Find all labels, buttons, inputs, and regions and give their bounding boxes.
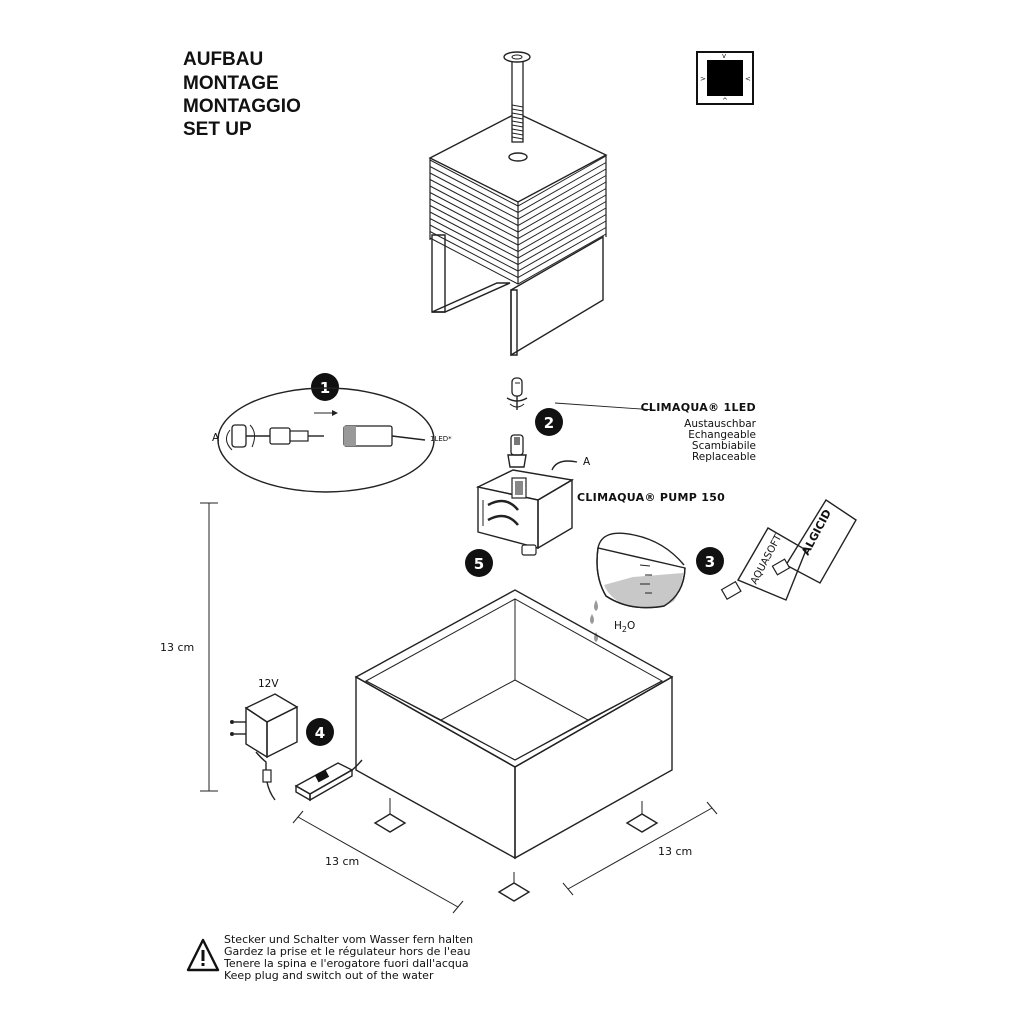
title-line-de: AUFBAU (183, 49, 263, 70)
svg-text:^: ^ (722, 97, 728, 105)
warning-line-fr: Gardez la prise et le régulateur hors de… (224, 945, 471, 958)
led-bulb (506, 377, 656, 411)
led-replaceable-fr: Echangeable (688, 429, 756, 441)
rod-thread (511, 104, 524, 108)
power-voltage: 12V (258, 678, 279, 690)
rod-thread (511, 112, 524, 116)
square-orientation-icon: v ^ > < (696, 51, 754, 105)
svg-text:<: < (745, 75, 751, 83)
warning-line-en: Keep plug and switch out of the water (224, 969, 434, 982)
title-line-it: MONTAGGIO (183, 96, 301, 117)
bottle-aquasoft-label: AQUASOFT (749, 532, 785, 586)
rod-threads (511, 104, 524, 140)
bottle-aquasoft: AQUASOFT (720, 527, 807, 601)
water-label: H2O (614, 620, 635, 634)
step-badge-5: 5 (465, 549, 493, 577)
dimension-width-right: 13 cm (562, 801, 718, 896)
rod-thread (511, 108, 524, 112)
step-badge-4: 4 (306, 718, 334, 746)
warning-block: Stecker und Schalter vom Wasser fern hal… (186, 933, 473, 982)
svg-text:v: v (722, 52, 726, 60)
connector-label-1led: 1LED* (430, 435, 452, 443)
led-info: CLIMAQUA® 1LED Austauschbar Echangeable … (641, 401, 757, 463)
fountain-stack (428, 51, 608, 357)
svg-text:5: 5 (474, 555, 484, 573)
svg-text:>: > (700, 75, 706, 83)
step-badge-3: 3 (696, 547, 724, 575)
step-badge-1: 1 (311, 373, 339, 401)
pump: A CLIMAQUA® PUMP 150 (475, 434, 725, 556)
led-replaceable-it: Scambiabile (692, 440, 756, 452)
rod-thread (511, 120, 524, 124)
width-right-label: 13 cm (658, 845, 692, 858)
power-supply: 12V (230, 678, 363, 802)
plate-edge (429, 155, 607, 207)
pump-name: CLIMAQUA® PUMP 150 (577, 491, 725, 504)
led-replaceable-de: Austauschbar (684, 418, 757, 430)
svg-text:2: 2 (544, 414, 554, 432)
warning-triangle-icon (186, 938, 220, 972)
svg-text:3: 3 (705, 553, 715, 571)
measuring-cup: H2O (590, 532, 686, 642)
rod-thread (511, 132, 524, 136)
height-label: 13 cm (160, 641, 194, 654)
title-line-fr: MONTAGE (183, 73, 279, 94)
stacked-plates (429, 155, 607, 285)
rod-thread (511, 136, 524, 140)
rod-thread (511, 128, 524, 132)
warning-line-de: Stecker und Schalter vom Wasser fern hal… (224, 933, 473, 946)
rod-thread (511, 116, 524, 120)
dimension-height: 13 cm (160, 502, 218, 792)
step-badge-2: 2 (535, 408, 563, 436)
bottle-algicid: ALGICID (771, 499, 857, 584)
stack-side-edges (429, 155, 607, 284)
svg-text:4: 4 (315, 724, 325, 742)
led-connector-detail: A 1LED* (212, 387, 452, 493)
title-line-en: SET UP (183, 119, 252, 140)
rod-thread (511, 124, 524, 128)
led-replaceable-en: Replaceable (692, 451, 756, 463)
warning-line-it: Tenere la spina e l'erogatore fuori dall… (223, 957, 469, 970)
basin (354, 589, 674, 902)
led-name: CLIMAQUA® 1LED (641, 401, 756, 414)
pump-cable-label-a: A (583, 456, 591, 468)
connector-label-a: A (212, 432, 220, 444)
width-left-label: 13 cm (325, 855, 359, 868)
title-block: AUFBAU MONTAGE MONTAGGIO SET UP (183, 49, 301, 140)
dimension-width-left: 13 cm (292, 810, 464, 914)
